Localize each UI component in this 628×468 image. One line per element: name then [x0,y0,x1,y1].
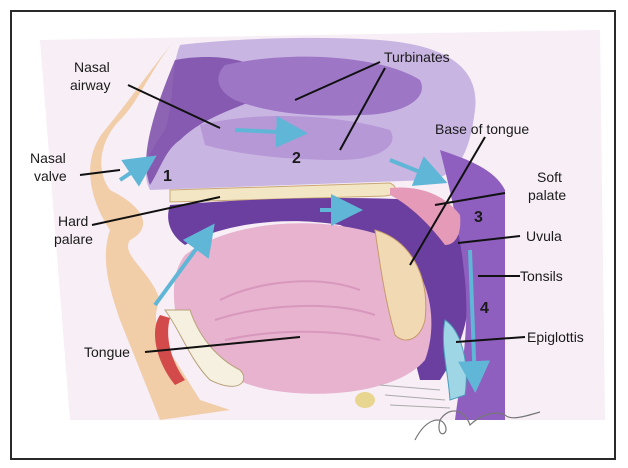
label-hard-palate-line2: palare [54,231,93,247]
label-base-of-tongue: Base of tongue [435,121,529,137]
region-number-2: 2 [292,150,301,167]
label-epiglottis: Epiglottis [527,329,584,345]
label-nasal-airway-line2: airway [70,77,110,93]
label-turbinates: Turbinates [384,49,450,65]
label-soft-palate-line1: Soft [537,169,562,185]
hyoid-bone [355,392,375,408]
region-number-3: 3 [474,209,483,226]
label-nasal-valve-line2: valve [34,168,67,184]
label-soft-palate-line2: palate [528,187,566,203]
label-hard-palate-line1: Hard [58,213,88,229]
label-tonsils: Tonsils [520,268,563,284]
label-nasal-valve-line1: Nasal [30,150,66,166]
label-nasal-airway-line1: Nasal [74,59,110,75]
label-tongue: Tongue [84,344,130,360]
label-uvula: Uvula [526,228,562,244]
region-number-1: 1 [163,168,172,185]
region-number-4: 4 [480,300,489,317]
